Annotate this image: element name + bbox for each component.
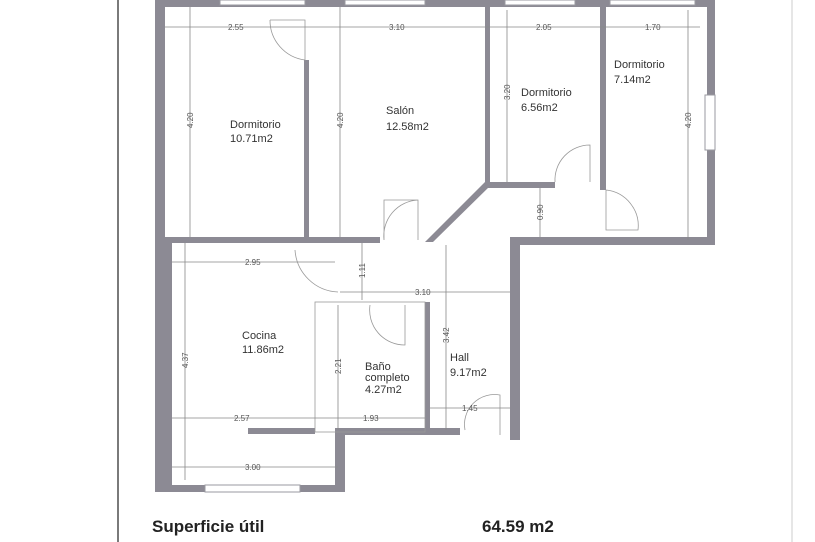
dim-label: 3.10 [415,288,431,297]
dim-label: 2.21 [334,358,343,374]
dim-label: 4.20 [186,112,195,128]
room-labels: Dormitorio 10.71m2 Salón 12.58m2 Dormito… [230,59,665,396]
room-area: 4.27m2 [365,384,402,396]
room-name: Baño [365,361,391,373]
dimension-labels: 2.55 3.10 2.05 1.70 4.20 4.20 3.20 4.20 … [181,23,693,472]
dim-label: 4.20 [684,112,693,128]
dim-label: 2.57 [234,414,250,423]
dim-label: 3.10 [389,23,405,32]
room-name: Cocina [242,330,277,342]
dim-label: 1.11 [358,262,367,278]
surface-label: Superficie útil [152,517,264,536]
dim-label: 1.93 [363,414,379,423]
room-area: 7.14m2 [614,74,651,86]
dim-label: 3.20 [503,84,512,100]
dim-label: 3.00 [245,463,261,472]
dim-label: 2.95 [245,258,261,267]
surface-value: 64.59 m2 [482,517,554,536]
room-area: 9.17m2 [450,367,487,379]
dimension-lines [165,7,700,480]
dim-label: 1.70 [645,23,661,32]
room-name: Dormitorio [230,119,281,131]
room-area: 10.71m2 [230,133,273,145]
dim-label: 1.45 [462,404,478,413]
windows [204,0,716,493]
room-name: Hall [450,352,469,364]
dim-label: 3.42 [442,327,451,343]
room-area: 6.56m2 [521,102,558,114]
doors [269,19,639,435]
dim-label: 0.90 [536,204,545,220]
room-name: completo [365,372,410,384]
room-name: Dormitorio [614,59,665,71]
dim-label: 4.37 [181,352,190,368]
room-area: 11.86m2 [242,344,284,356]
dim-label: 4.20 [336,112,345,128]
dim-label: 2.05 [536,23,552,32]
room-name: Salón [386,105,414,117]
dim-label: 2.55 [228,23,244,32]
room-name: 12.58m2 [386,121,429,133]
room-name: Dormitorio [521,87,572,99]
